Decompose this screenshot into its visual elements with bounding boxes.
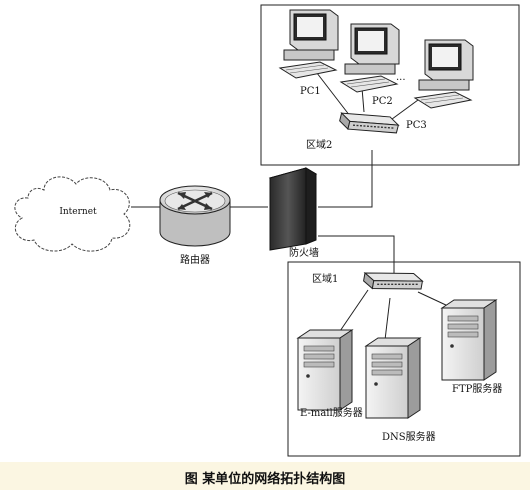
pc3-computer-icon — [414, 39, 474, 109]
zone2-box — [260, 4, 520, 166]
zone2-label: 区域2 — [306, 138, 332, 151]
link-pc3-switch — [387, 99, 419, 123]
dns-server-icon — [365, 337, 421, 419]
zone1-box — [287, 261, 521, 457]
firewall — [268, 167, 318, 251]
zone2-switch-icon — [337, 104, 401, 142]
link-firewall-zone2-switch — [318, 150, 373, 208]
email-server-icon — [297, 329, 353, 411]
topology-canvas: Internet 路由器 防火墙 PC1 PC2 ... PC3 区域2 区域1… — [14, 4, 521, 457]
router-label: 路由器 — [180, 253, 210, 266]
internet-cloud — [14, 176, 131, 252]
link-firewall-zone1-switch — [318, 235, 395, 278]
internet-label: Internet — [59, 207, 97, 217]
connection-lines — [131, 63, 449, 341]
link-switch-ftp — [417, 291, 449, 307]
link-switch-email — [337, 289, 369, 335]
pc2-label: PC2 — [372, 96, 393, 107]
router — [159, 185, 231, 247]
pc3-label: PC3 — [406, 120, 427, 131]
pc2-computer-icon — [340, 23, 400, 93]
dns-server-label: DNS服务器 — [382, 430, 436, 443]
firewall-label: 防火墙 — [289, 246, 319, 259]
zone1-label: 区域1 — [312, 272, 338, 285]
link-pc2-switch — [361, 87, 365, 113]
caption-band — [0, 462, 530, 490]
ftp-server-label: FTP服务器 — [452, 382, 502, 395]
email-server-label: E-mail服务器 — [300, 406, 363, 419]
link-switch-dns — [384, 297, 391, 341]
zone1-switch-icon — [361, 264, 425, 298]
figure-caption: 图 某单位的网络拓扑结构图 — [184, 472, 346, 487]
pc1-label: PC1 — [300, 86, 321, 97]
pc1-computer-icon — [279, 9, 339, 79]
ftp-server-icon — [441, 299, 497, 381]
pc-ellipsis-label: ... — [396, 72, 406, 83]
